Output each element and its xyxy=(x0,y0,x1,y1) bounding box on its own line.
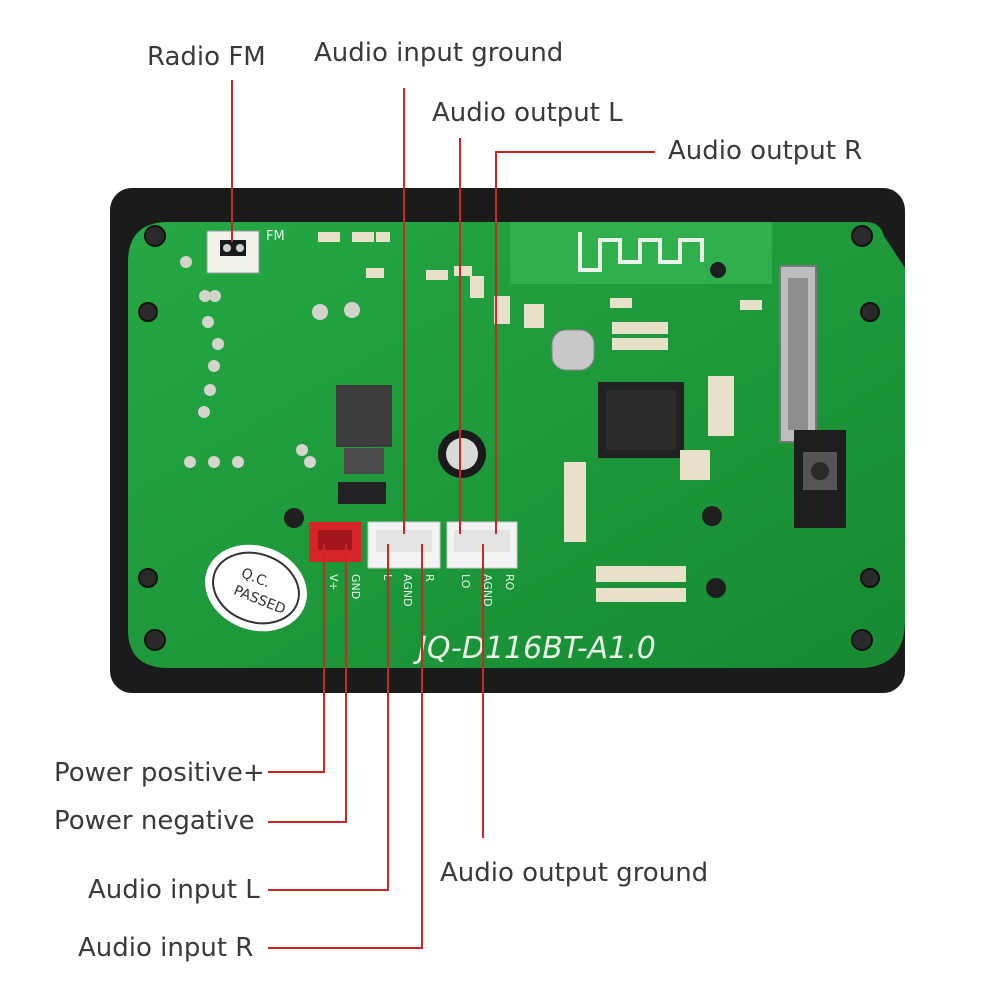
voltage-regulator xyxy=(336,385,392,504)
sd-card-slot xyxy=(779,265,817,443)
pin-label: AGND xyxy=(481,574,494,607)
pin-label: GND xyxy=(349,574,362,599)
label-audio-output-ground: Audio output ground xyxy=(440,858,709,888)
label-audio-output-r: Audio output R xyxy=(668,136,863,166)
leader-power-negative xyxy=(268,544,347,823)
label-radio-fm: Radio FM xyxy=(147,42,266,72)
antenna-trace xyxy=(578,232,704,272)
electrolytic-capacitor xyxy=(438,430,486,478)
label-power-negative: Power negative xyxy=(54,806,255,836)
label-audio-input-ground: Audio input ground xyxy=(314,38,564,68)
pin-label: V+ xyxy=(327,574,340,591)
pin-label: R xyxy=(423,574,436,582)
board-model-text: JQ-D116BT-A1.0 xyxy=(413,631,656,666)
via-pads xyxy=(180,256,726,598)
smd-components xyxy=(318,232,762,602)
push-button xyxy=(794,430,846,528)
leader-power-positive xyxy=(268,544,325,773)
pin-label: LO xyxy=(459,574,472,589)
main-chip xyxy=(598,382,684,458)
fm-silk: FM xyxy=(266,229,285,244)
label-audio-output-l: Audio output L xyxy=(432,98,623,128)
qc-passed-sticker xyxy=(205,544,307,632)
pin-label: AGND xyxy=(401,574,414,607)
leader-audio-output-r xyxy=(495,151,655,534)
audio-input-connector xyxy=(367,521,441,569)
screws xyxy=(138,225,880,651)
leader-lines xyxy=(231,80,655,949)
leader-audio-input-r xyxy=(268,544,423,949)
label-power-positive: Power positive+ xyxy=(54,758,265,788)
power-connector xyxy=(309,522,361,562)
leader-audio-input-l xyxy=(268,544,389,891)
label-audio-input-r: Audio input R xyxy=(78,933,254,963)
label-audio-input-l: Audio input L xyxy=(88,875,260,905)
crystal-oscillator xyxy=(551,329,595,371)
pin-label: RO xyxy=(503,574,516,591)
